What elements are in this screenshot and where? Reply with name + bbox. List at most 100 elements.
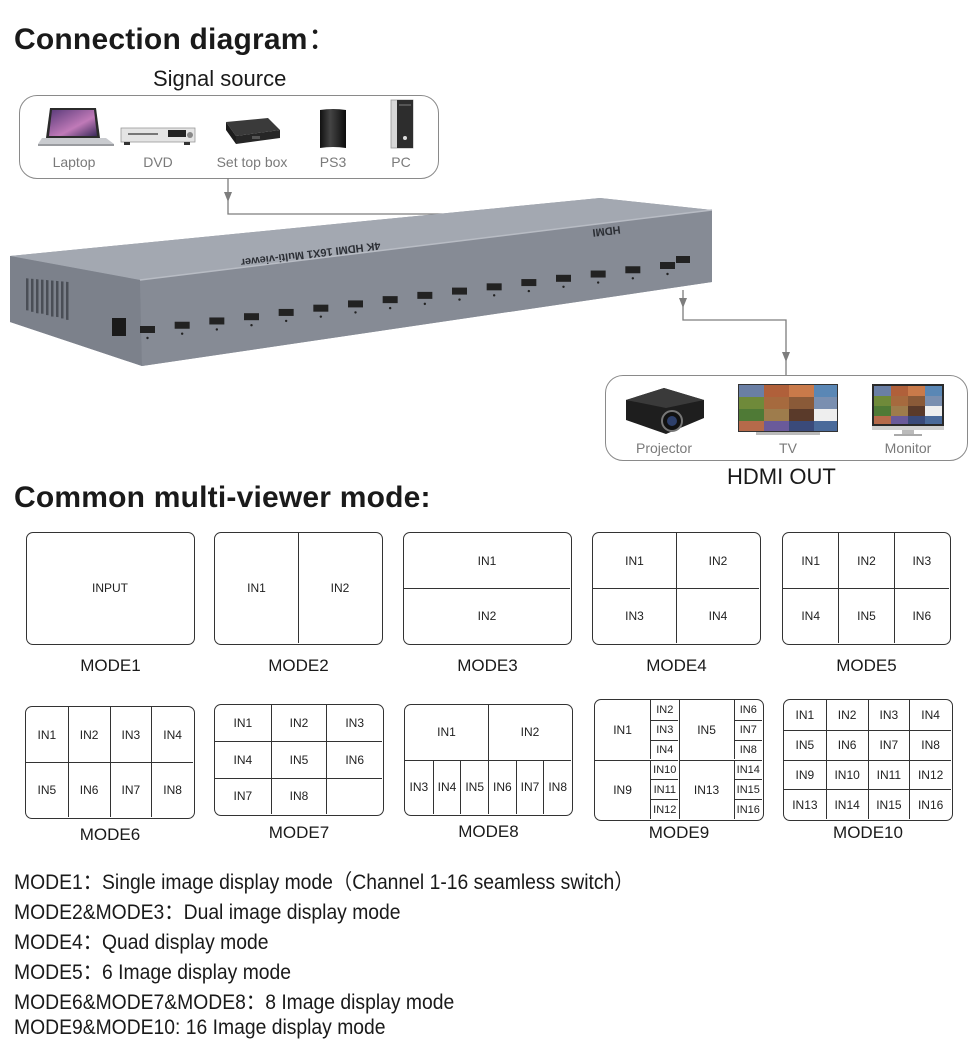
mode-caption: MODE4 xyxy=(646,656,707,675)
mode-cell: IN6 xyxy=(825,729,868,760)
mode-cell: IN2 xyxy=(67,707,110,762)
mode-cell: IN2 xyxy=(270,705,327,742)
source-device-dvd: DVD xyxy=(118,100,198,176)
mode-cell: IN11 xyxy=(867,759,910,790)
mode-cell: IN2 xyxy=(404,588,570,643)
mode-description: MODE4：Quad display mode xyxy=(14,931,269,954)
page-title: Connection diagram： xyxy=(14,14,338,58)
pc-tower-icon xyxy=(390,99,414,149)
port-indicator xyxy=(250,324,253,327)
mode-cell: IN4 xyxy=(783,588,839,643)
source-device-set-top-box: Set top box xyxy=(212,100,292,176)
mode-cell: IN3 xyxy=(405,759,433,815)
mode-cell: IN11 xyxy=(650,779,679,800)
signal-source-heading: Signal source xyxy=(153,66,287,91)
dvd-player-icon xyxy=(120,127,196,145)
source-device-pc: PC xyxy=(366,96,436,176)
mode-cell: IN3 xyxy=(326,705,382,742)
hdmi-input-port xyxy=(174,321,190,329)
mode-cell: IN8 xyxy=(151,762,193,817)
port-indicator xyxy=(666,272,669,276)
mode-cell: IN15 xyxy=(867,789,910,819)
mode-cell: IN5 xyxy=(270,741,327,778)
port-indicator xyxy=(562,285,565,288)
mode-cell: IN10 xyxy=(650,759,679,780)
tv-icon xyxy=(738,384,838,435)
hdmi-input-port xyxy=(521,279,537,287)
output-device-projector: Projector xyxy=(614,378,714,458)
monitor-icon xyxy=(872,384,944,436)
page-title-colon: ： xyxy=(307,23,338,56)
port-indicator xyxy=(215,328,219,331)
power-jack xyxy=(112,318,126,336)
source-label-ps3: PS3 xyxy=(319,154,347,170)
mode-caption: MODE1 xyxy=(80,656,141,675)
arrow-down-icon xyxy=(679,298,687,308)
mode-cell: IN6 xyxy=(733,700,762,720)
hdmi-input-port xyxy=(278,308,294,316)
mode-cell: IN8 xyxy=(543,759,571,814)
mode-cell: IN16 xyxy=(733,799,762,819)
port-indicator xyxy=(354,311,357,314)
hdmi-input-port xyxy=(625,266,641,274)
hdmi-input-port xyxy=(382,296,398,304)
mode-cell: IN16 xyxy=(909,789,951,819)
hdmi-input-port xyxy=(348,300,363,308)
output-device-tv: TV xyxy=(736,378,840,458)
hdmi-input-port xyxy=(313,304,329,312)
mode-cell: IN1 xyxy=(437,725,456,740)
mode-cell: IN1 xyxy=(477,553,497,568)
mode-cell: IN6 xyxy=(893,588,949,643)
mode-cell: IN3 xyxy=(867,700,910,730)
source-label-set-top-box: Set top box xyxy=(216,154,288,170)
output-connector-line xyxy=(679,290,790,375)
source-label-pc: PC xyxy=(391,154,411,170)
vent-slots xyxy=(26,278,69,320)
hdmi-input-port xyxy=(244,313,259,321)
device-brand-label: HDMI xyxy=(592,223,621,238)
mode-cell: IN3 xyxy=(593,588,676,643)
hdmi-input-port xyxy=(209,317,225,325)
projector-icon xyxy=(626,388,704,434)
mode-cell: IN2 xyxy=(488,705,571,760)
port-indicator xyxy=(423,302,427,306)
mode-caption: MODE9 xyxy=(648,823,710,842)
mode-cell: IN14 xyxy=(733,759,762,780)
mode-cell: IN12 xyxy=(650,799,679,819)
mode-cell: IN2 xyxy=(825,700,868,730)
mode-cell: IN6 xyxy=(488,759,516,814)
mode-cell: IN6 xyxy=(326,741,382,778)
hdmi-out-group: Projector TV Monitor xyxy=(605,375,968,461)
port-indicator xyxy=(492,294,496,297)
port-indicator xyxy=(146,336,149,340)
mode-cell: IN5 xyxy=(26,762,68,817)
port-indicator xyxy=(631,277,635,280)
modes-heading: Common multi-viewer mode: xyxy=(14,481,431,514)
mode-cell: IN13 xyxy=(678,759,734,819)
hdmi-input-port xyxy=(452,287,467,295)
source-device-laptop: Laptop xyxy=(34,100,114,176)
mode-cell: IN9 xyxy=(595,759,651,820)
mode-caption: MODE5 xyxy=(836,656,897,675)
mode-caption: MODE7 xyxy=(268,823,330,842)
arrow-down-icon xyxy=(224,192,232,202)
mode-cell: IN7 xyxy=(515,759,544,814)
mode-cell: IN14 xyxy=(825,789,868,819)
mode-cell: IN4 xyxy=(676,588,759,643)
set-top-box-icon xyxy=(226,118,280,144)
mode-cell: IN3 xyxy=(109,707,152,762)
mode-cell: IN15 xyxy=(733,779,762,800)
